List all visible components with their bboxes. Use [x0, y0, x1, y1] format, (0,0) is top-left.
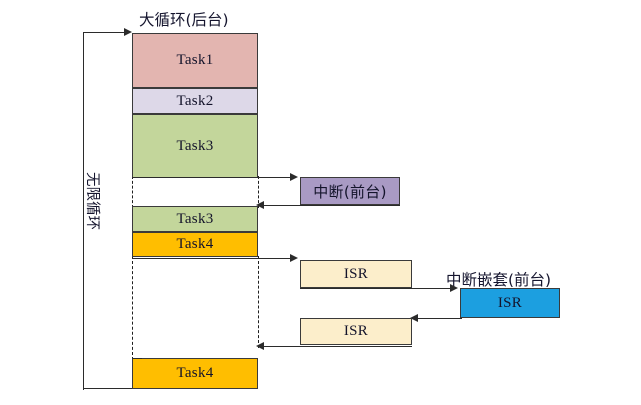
task-block-task3-first: Task3 — [132, 114, 258, 178]
dashed-guide-right-lower — [258, 256, 259, 348]
task-block-task2: Task2 — [132, 88, 258, 114]
arrow-line-return-to-task4 — [132, 358, 142, 360]
loop-top-arrowhead — [124, 28, 132, 36]
task-block-task4-second: Task4 — [132, 358, 258, 389]
arrow-line-from-nested-isr — [416, 318, 462, 320]
arrow-head-to-nested-isr — [450, 284, 458, 292]
arrow-line-from-interrupt — [262, 205, 400, 207]
isr-block-first: ISR — [300, 260, 412, 288]
interrupt-block: 中断(前台) — [300, 177, 400, 205]
arrow-head-from-nested-isr — [410, 314, 418, 322]
task-block-task1: Task1 — [132, 33, 258, 88]
page-title: 大循环(后台) — [139, 11, 229, 29]
dashed-guide-left-lower — [132, 256, 133, 360]
task-block-task3-second: Task3 — [132, 206, 258, 232]
nested-interrupt-label: 中断嵌套(前台) — [446, 271, 552, 289]
arrow-line-from-isr-second — [262, 346, 412, 348]
arrow-head-to-interrupt — [290, 173, 298, 181]
dashed-guide-left-upper — [132, 176, 133, 208]
arrow-head-from-interrupt — [256, 201, 264, 209]
arrow-line-to-nested-isr — [300, 288, 452, 290]
arrow-line-to-interrupt — [132, 177, 292, 179]
loop-vertical-segment — [83, 32, 85, 390]
task-block-task4-first: Task4 — [132, 232, 258, 257]
arrow-line-to-isr-first — [132, 258, 292, 260]
isr-block-second: ISR — [300, 318, 412, 345]
arrow-head-from-isr-second — [256, 342, 264, 350]
loop-top-segment — [83, 32, 126, 34]
infinite-loop-label: 无限循环 — [84, 172, 100, 230]
loop-bottom-segment — [83, 388, 132, 390]
arrow-head-to-isr-first — [290, 254, 298, 262]
isr-block-nested: ISR — [460, 288, 560, 318]
dashed-guide-right-upper — [258, 176, 259, 208]
